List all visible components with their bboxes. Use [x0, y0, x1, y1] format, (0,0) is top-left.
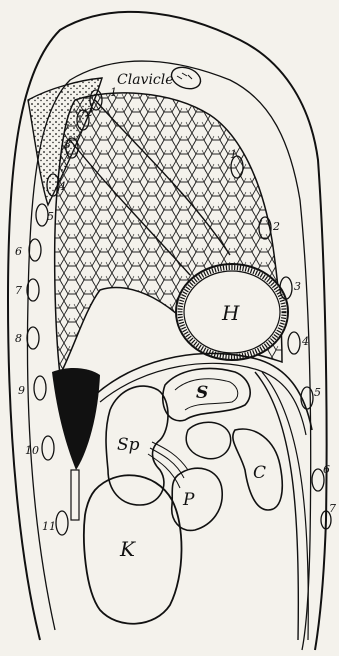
clavicle-label: Clavicle [117, 72, 174, 88]
rib-anterior-number-6: 6 [323, 463, 330, 476]
rib-anterior-number-7: 7 [329, 502, 336, 515]
rib-anterior-number-5: 5 [314, 386, 321, 399]
kidney-label: K [119, 537, 136, 561]
costophrenic-sinus [52, 368, 100, 470]
clavicle-hatch [177, 73, 192, 79]
rib-anterior-number-2: 2 [272, 220, 280, 233]
rib-anterior-5 [301, 387, 313, 409]
rib-posterior-number-8: 8 [15, 332, 22, 345]
peritoneum-line-2 [262, 372, 308, 640]
rib-posterior-number-2: 2 [85, 106, 93, 119]
rib-posterior-8 [27, 327, 39, 349]
rib-posterior-11 [56, 511, 68, 535]
rib-posterior-number-4: 4 [58, 180, 66, 193]
rib-posterior-number-5: 5 [47, 210, 54, 223]
rib-posterior-number-11: 11 [42, 520, 56, 533]
intestine-loop [186, 422, 230, 459]
rib-anterior-number-4: 4 [301, 335, 309, 348]
rib-posterior-number-3: 3 [64, 138, 71, 151]
rib-posterior-10 [42, 436, 54, 460]
rib-anterior-4 [288, 332, 300, 354]
rib-anterior-number-3: 3 [294, 280, 301, 293]
rib-posterior-number-1: 1 [110, 86, 117, 99]
rib-posterior-number-6: 6 [15, 245, 22, 258]
stomach-label: S [196, 383, 208, 403]
rib-posterior-6 [29, 239, 41, 261]
spleen-label: Sp [117, 435, 140, 455]
rib-posterior-9 [34, 376, 46, 400]
pancreas-label: P [182, 490, 195, 510]
pleural-tube [71, 470, 79, 520]
rib-posterior-number-10: 10 [25, 444, 39, 457]
heart-label: H [221, 301, 240, 325]
rib-anterior-number-1: 1 [230, 148, 237, 161]
rib-posterior-number-9: 9 [18, 384, 25, 397]
colon-label: C [253, 463, 266, 483]
rib-posterior-number-7: 7 [15, 284, 22, 297]
clavicle-bone [168, 63, 203, 92]
